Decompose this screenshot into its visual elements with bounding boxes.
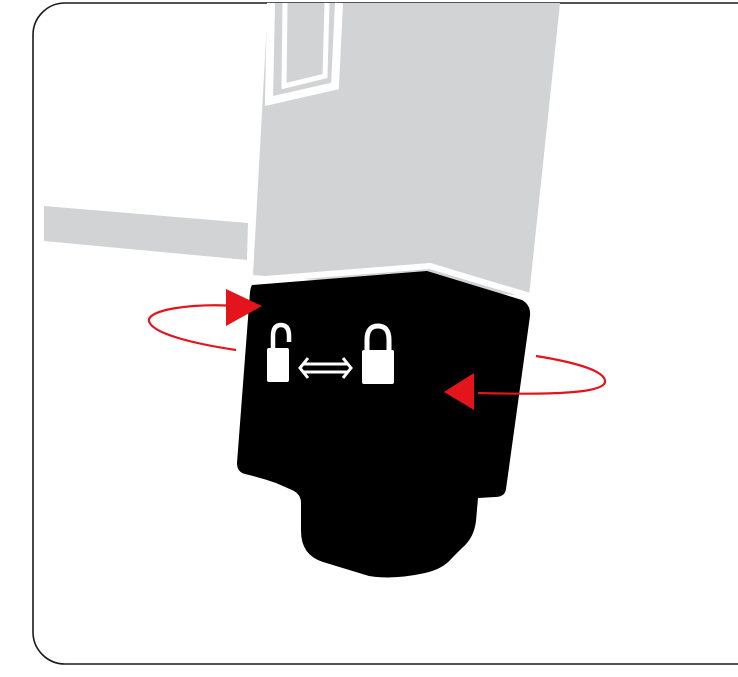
rotate-arrow-icon — [226, 289, 262, 326]
rotate-arrow-right-arc — [477, 354, 607, 395]
tube-window-inner — [281, 2, 330, 90]
separator-line — [251, 263, 531, 299]
side-bar — [44, 206, 248, 260]
padlock-open-icon — [267, 322, 292, 382]
rotate-arrow-icon — [444, 373, 474, 410]
double-arrow-icon — [298, 357, 353, 379]
tube-window — [264, 2, 343, 107]
lock-base — [237, 271, 531, 578]
rotate-arrow-left-arc — [147, 304, 239, 352]
padlock-closed-icon — [362, 323, 394, 384]
tube-body — [253, 3, 560, 296]
